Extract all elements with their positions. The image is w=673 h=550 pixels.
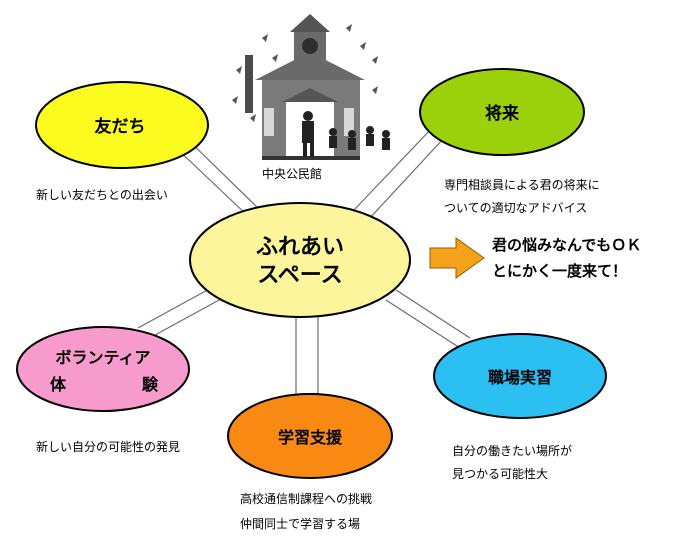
node-future: 将来 (419, 68, 585, 156)
future-ellipse (419, 68, 585, 156)
node-volunteer: ボランティア 体 験 (16, 326, 190, 412)
work-ellipse (433, 333, 607, 419)
center-label-line2: スペース (257, 263, 342, 288)
volunteer-ellipse (16, 326, 190, 412)
work-desc-line1: 自分の働きたい場所が (452, 443, 572, 458)
future-label: 将来 (485, 103, 520, 124)
connector-work (385, 289, 471, 349)
study-label: 学習支援 (278, 428, 343, 447)
center-node: ふれあい スペース (189, 202, 411, 318)
work-desc-line2: 見つかる可能性大 (452, 467, 548, 481)
work-label: 職場実習 (488, 368, 552, 387)
node-work: 職場実習 (433, 333, 607, 419)
study-desc-line2: 仲間同士で学習する場 (240, 516, 360, 531)
callout-arrow-icon (429, 237, 485, 279)
center-label-line1: ふれあい (256, 235, 344, 260)
volunteer-label-line2a: 体 (50, 375, 67, 394)
volunteer-label-line2b: 験 (142, 375, 159, 394)
hall-caption: 中央公民館 (262, 166, 322, 181)
volunteer-desc: 新しい自分の可能性の発見 (36, 439, 180, 454)
future-desc-line1: 専門相談員による君の将来に (444, 177, 600, 192)
callout-line2: とにかく一度来て！ (492, 262, 627, 280)
connector-future (353, 127, 445, 221)
callout-line1: 君の悩みなんでもＯＫ (492, 236, 641, 254)
connector-study (295, 310, 319, 396)
friends-label: 友だち (95, 116, 146, 137)
friends-desc: 新しい友だちとの出会い (36, 187, 168, 202)
node-friends: 友だち (35, 81, 209, 169)
center-ellipse (189, 202, 411, 318)
study-desc-line1: 高校通信制課程への挑戦 (240, 491, 372, 506)
callout: 君の悩みなんでもＯＫ とにかく一度来て！ (429, 236, 641, 280)
study-ellipse (227, 393, 393, 479)
future-desc-line2: ついての適切なアドバイス (444, 200, 587, 215)
node-study: 学習支援 (227, 393, 393, 479)
volunteer-label-line1: ボランティア (55, 348, 150, 367)
community-hall-illustration (232, 14, 390, 160)
friends-ellipse (35, 81, 209, 169)
